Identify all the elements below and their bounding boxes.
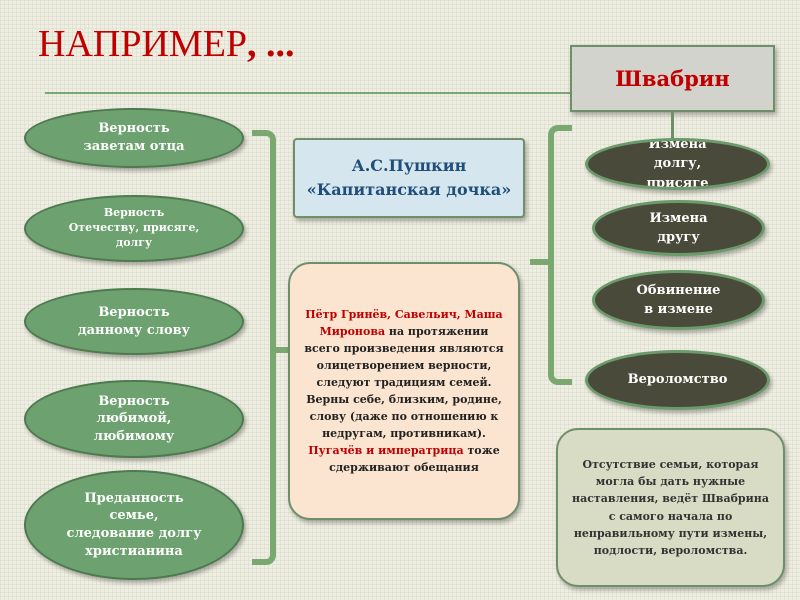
left-item-4: Верность любимой, любимому bbox=[24, 380, 244, 458]
title-text: НАПРИМЕР bbox=[38, 23, 248, 65]
heroes-names: Пётр Гринёв, Савельич, Маша Миронова bbox=[305, 307, 503, 338]
right-bracket-notch bbox=[530, 259, 548, 265]
right-item-1: Измена долгу, присяге bbox=[585, 138, 770, 190]
left-bracket bbox=[252, 130, 276, 565]
right-item-2: Измена другу bbox=[592, 200, 765, 256]
title-suffix: , ... bbox=[247, 23, 295, 65]
other-names: Пугачёв и императрица bbox=[308, 444, 464, 458]
work-name: «Капитанская дочка» bbox=[306, 180, 512, 199]
antagonist-box: Швабрин bbox=[570, 45, 775, 112]
left-item-3: Верность данному слову bbox=[24, 288, 244, 355]
divider-line bbox=[45, 92, 570, 94]
heroes-description-text: Пётр Гринёв, Савельич, Маша Миронова на … bbox=[302, 306, 506, 476]
right-item-4: Вероломство bbox=[585, 350, 770, 410]
heroes-description-box: Пётр Гринёв, Савельич, Маша Миронова на … bbox=[288, 262, 520, 520]
left-item-2: Верность Отечеству, присяге, долгу bbox=[24, 195, 244, 262]
right-bracket bbox=[548, 125, 572, 385]
left-bracket-notch bbox=[276, 347, 290, 353]
right-item-3: Обвинение в измене bbox=[592, 270, 765, 330]
left-item-5: Преданность семье, следование долгу хрис… bbox=[24, 470, 244, 580]
author-name: А.С.Пушкин bbox=[351, 156, 467, 175]
antagonist-note-text: Отсутствие семьи, которая могла бы дать … bbox=[572, 458, 769, 557]
slide-title: НАПРИМЕР, ... bbox=[38, 22, 295, 66]
left-item-1: Верность заветам отца bbox=[24, 108, 244, 168]
heroes-text: на протяжении всего произведения являютс… bbox=[304, 324, 504, 441]
other-text: тоже сдерживают обещания bbox=[329, 444, 500, 475]
antagonist-note-box: Отсутствие семьи, которая могла бы дать … bbox=[556, 428, 785, 587]
work-title-box: А.С.Пушкин «Капитанская дочка» bbox=[293, 138, 525, 218]
connector-line bbox=[671, 112, 674, 140]
